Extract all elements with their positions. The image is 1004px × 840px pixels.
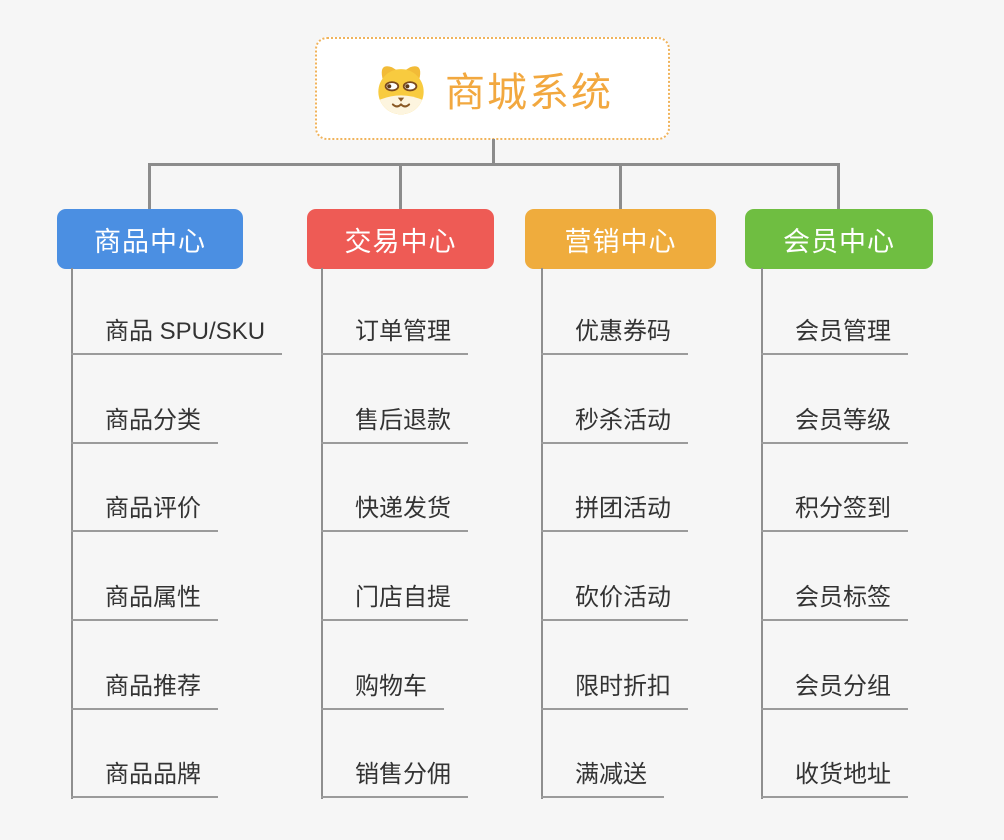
leaf-node[interactable]: 购物车 [321, 670, 444, 710]
leaf-node[interactable]: 订单管理 [321, 315, 468, 355]
branch-node-marketing-center[interactable]: 营销中心 [525, 209, 716, 269]
connector-drop-4 [837, 163, 840, 211]
leaf-node[interactable]: 会员分组 [761, 670, 908, 710]
branch-node-product-center[interactable]: 商品中心 [57, 209, 243, 269]
leaf-node[interactable]: 会员管理 [761, 315, 908, 355]
branch-spine-1 [71, 268, 73, 799]
leaf-node[interactable]: 快递发货 [321, 492, 468, 532]
connector-rail [149, 163, 839, 166]
connector-drop-1 [148, 163, 151, 211]
leaf-node[interactable]: 商品分类 [71, 404, 218, 444]
dog-face-icon [378, 65, 424, 114]
leaf-node[interactable]: 商品推荐 [71, 670, 218, 710]
branch-node-member-center[interactable]: 会员中心 [745, 209, 933, 269]
leaf-node[interactable]: 收货地址 [761, 758, 908, 798]
root-node[interactable]: 商城系统 [315, 37, 670, 140]
connector-trunk [492, 139, 495, 166]
leaf-node[interactable]: 商品属性 [71, 581, 218, 621]
leaf-node[interactable]: 商品品牌 [71, 758, 218, 798]
leaf-node[interactable]: 售后退款 [321, 404, 468, 444]
connector-drop-2 [399, 163, 402, 211]
leaf-node[interactable]: 拼团活动 [541, 492, 688, 532]
connector-drop-3 [619, 163, 622, 211]
root-title: 商城系统 [445, 70, 613, 115]
leaf-node[interactable]: 积分签到 [761, 492, 908, 532]
branch-spine-2 [321, 268, 323, 799]
branch-spine-3 [541, 268, 543, 799]
leaf-node[interactable]: 砍价活动 [541, 581, 688, 621]
leaf-node[interactable]: 满减送 [541, 758, 664, 798]
leaf-node[interactable]: 优惠券码 [541, 315, 688, 355]
leaf-node[interactable]: 秒杀活动 [541, 404, 688, 444]
leaf-node[interactable]: 销售分佣 [321, 758, 468, 798]
leaf-node[interactable]: 会员等级 [761, 404, 908, 444]
leaf-node[interactable]: 商品 SPU/SKU [71, 315, 283, 355]
leaf-node[interactable]: 限时折扣 [541, 670, 688, 710]
branch-spine-4 [761, 268, 763, 799]
leaf-node[interactable]: 门店自提 [321, 581, 468, 621]
leaf-node[interactable]: 会员标签 [761, 581, 908, 621]
branch-node-trade-center[interactable]: 交易中心 [307, 209, 494, 269]
leaf-node[interactable]: 商品评价 [71, 492, 218, 532]
